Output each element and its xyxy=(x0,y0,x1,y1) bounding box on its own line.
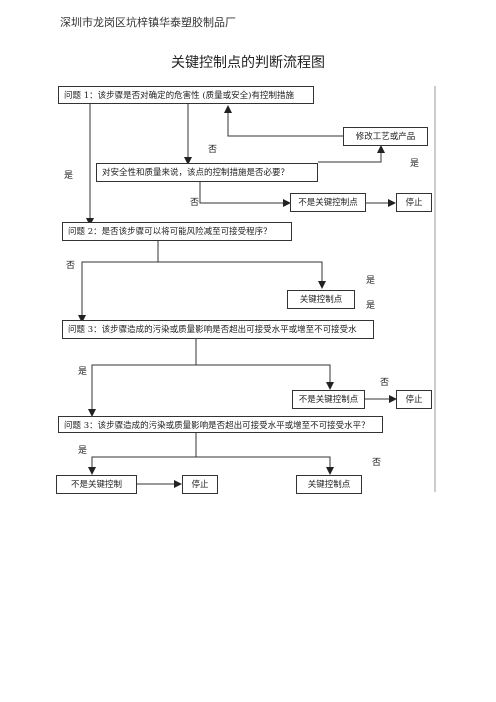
arrow-q3a-to-notccp xyxy=(195,339,334,390)
label-no: 否 xyxy=(190,198,200,208)
arrow-q3b-to-ccp2 xyxy=(196,456,334,475)
box-stop-3: 停止 xyxy=(182,475,218,494)
arrow-modify-to-q1 xyxy=(224,105,343,137)
box-not-ccp-1: 不是关键控制点 xyxy=(290,193,366,212)
arrow-q3a-to-q3b xyxy=(88,364,196,417)
label-no: 否 xyxy=(66,261,76,271)
arrow-necessary-to-modify xyxy=(318,145,385,163)
label-yes: 是 xyxy=(64,171,74,181)
page-title: 关键控制点的判断流程图 xyxy=(171,55,325,71)
label-no: 否 xyxy=(208,145,218,155)
box-ccp-2: 关键控制点 xyxy=(296,475,362,494)
box-ccp-1: 关键控制点 xyxy=(287,290,355,309)
label-yes: 是 xyxy=(366,301,376,311)
label-no: 否 xyxy=(380,378,390,388)
label-yes: 是 xyxy=(410,159,420,169)
box-modify-process: 修改工艺或产品 xyxy=(343,127,428,146)
box-stop-2: 停止 xyxy=(396,390,432,409)
arrow-q2-to-q3 xyxy=(78,261,158,323)
company-name: 深圳市龙岗区坑梓镇华泰塑胶制品厂 xyxy=(60,16,236,29)
box-not-ccp-2: 不是关键控制点 xyxy=(292,390,365,409)
label-yes: 是 xyxy=(78,446,88,456)
arrow-q3b-to-notccp3 xyxy=(88,432,197,475)
box-control-necessary: 对安全性和质量来说，该点的控制措施是否必要？ xyxy=(96,163,318,182)
box-question-2: 问题 2：是否该步骤可以将可能风险减至可接受程序？ xyxy=(62,222,292,241)
arrow-necessary-to-notccp xyxy=(199,181,291,207)
arrow-q2-to-ccp xyxy=(157,240,326,289)
box-question-3b: 问题 3：该步骤造成的污染或质量影响是否超出可接受水平或增至不可接受水平？ xyxy=(58,416,383,433)
label-yes: 是 xyxy=(78,367,88,377)
box-stop-1: 停止 xyxy=(396,193,432,212)
label-no: 否 xyxy=(372,458,382,468)
box-question-1: 问题 1：该步骤是否对确定的危害性 (质量或安全)有控制措施 xyxy=(58,86,314,104)
label-yes: 是 xyxy=(366,276,376,286)
box-question-3a: 问题 3：该步骤造成的污染或质量影响是否超出可接受水平或增至不可接受水 xyxy=(62,320,374,339)
box-not-ccp-3: 不是关键控制 xyxy=(56,475,137,494)
